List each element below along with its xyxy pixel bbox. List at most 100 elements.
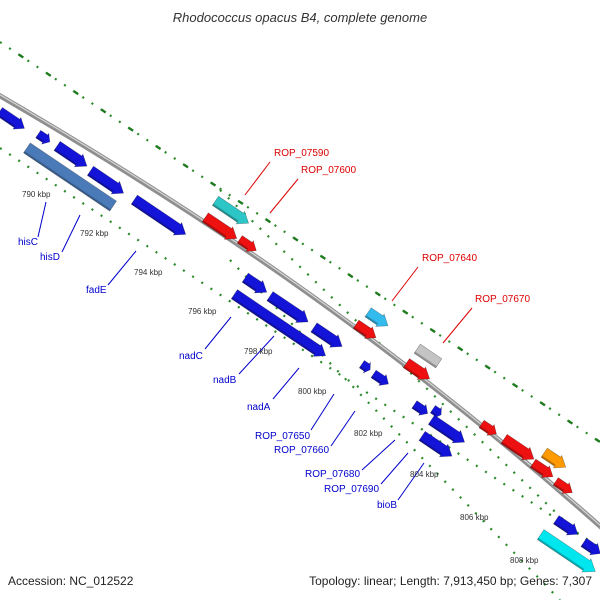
gene-arrow[interactable] bbox=[536, 528, 600, 578]
gene-label-hisd[interactable]: hisD bbox=[40, 252, 60, 263]
label-leader-line bbox=[238, 335, 275, 375]
gene-arrow[interactable] bbox=[35, 129, 54, 148]
gene-label-rop-07640[interactable]: ROP_07640 bbox=[422, 253, 477, 264]
gene-label-fade[interactable]: fadE bbox=[86, 285, 107, 296]
gene-arrow[interactable] bbox=[500, 433, 538, 466]
gene-arrow[interactable] bbox=[418, 430, 456, 463]
gene-arrow-shade bbox=[501, 441, 524, 459]
label-leader-line bbox=[61, 214, 81, 253]
gene-label-biob[interactable]: bioB bbox=[377, 500, 397, 511]
gene-arrow-shade bbox=[353, 326, 367, 337]
axis-tick-label: 792 kbp bbox=[80, 229, 109, 238]
gene-arrow[interactable] bbox=[411, 399, 432, 419]
grid-line bbox=[0, 147, 600, 549]
gene-label-rop-07660[interactable]: ROP_07660 bbox=[274, 445, 329, 456]
gene-arrow-body bbox=[130, 194, 187, 236]
gene-arrow[interactable] bbox=[201, 211, 241, 245]
gene-arrow[interactable] bbox=[23, 142, 117, 212]
gene-arrow-body bbox=[230, 289, 327, 357]
gene-arrow-body bbox=[352, 319, 377, 339]
gene-label-nadb[interactable]: nadB bbox=[213, 375, 237, 386]
gene-arrow[interactable] bbox=[358, 359, 374, 375]
gene-arrow-body bbox=[370, 369, 389, 386]
axis-tick-label: 804 kbp bbox=[410, 470, 439, 479]
gene-arrow-shade bbox=[580, 544, 592, 554]
gene-arrow-body bbox=[364, 307, 389, 327]
gene-arrow[interactable] bbox=[266, 290, 313, 328]
gene-arrow-body bbox=[35, 129, 51, 145]
gene-label-nadc[interactable]: nadC bbox=[179, 351, 203, 362]
gene-label-rop-07590[interactable]: ROP_07590 bbox=[274, 148, 329, 159]
gene-arrow[interactable] bbox=[230, 288, 330, 362]
gene-arrow-body bbox=[552, 477, 573, 494]
label-leader-line bbox=[269, 178, 299, 214]
grid-line bbox=[229, 259, 561, 600]
gene-arrow[interactable] bbox=[0, 106, 28, 134]
gene-arrow[interactable] bbox=[211, 195, 253, 230]
gene-arrow[interactable] bbox=[130, 193, 190, 240]
gene-arrow-body bbox=[536, 529, 596, 573]
gene-arrow[interactable] bbox=[352, 318, 380, 343]
gene-arrow[interactable] bbox=[413, 343, 443, 369]
gene-arrow-shade bbox=[87, 173, 114, 193]
label-leader-line bbox=[272, 367, 300, 400]
gene-arrow-shade bbox=[428, 422, 455, 442]
axis-tick-label: 798 kbp bbox=[244, 347, 273, 356]
gene-arrow[interactable] bbox=[529, 457, 557, 482]
gene-arrow-shade bbox=[553, 522, 569, 534]
gene-label-rop-07690[interactable]: ROP_07690 bbox=[324, 484, 379, 495]
label-leader-line bbox=[244, 161, 271, 196]
gene-arrow[interactable] bbox=[552, 514, 581, 540]
axis-tick-label: 796 kbp bbox=[188, 307, 217, 316]
gene-label-rop-07600[interactable]: ROP_07600 bbox=[301, 165, 356, 176]
gene-label-rop-07650[interactable]: ROP_07650 bbox=[255, 431, 310, 442]
label-leader-line bbox=[380, 452, 409, 485]
label-leader-line bbox=[442, 307, 473, 344]
gene-arrow-body bbox=[211, 195, 249, 225]
gene-arrow[interactable] bbox=[427, 414, 469, 449]
gene-label-hisc[interactable]: hisC bbox=[18, 237, 38, 248]
gene-arrow-shade bbox=[553, 483, 565, 492]
gene-arrow[interactable] bbox=[540, 447, 570, 474]
gene-arrow[interactable] bbox=[86, 165, 128, 200]
gene-arrow-body bbox=[580, 537, 600, 556]
axis-tick-label: 806 kbp bbox=[460, 513, 489, 522]
gene-arrow-body bbox=[553, 515, 579, 536]
gene-arrow[interactable] bbox=[552, 476, 576, 498]
grid-lines bbox=[0, 41, 600, 600]
axis-tick-label: 808 kbp bbox=[510, 556, 539, 565]
axis-tick-label: 802 kbp bbox=[354, 429, 383, 438]
label-leader-line bbox=[310, 393, 335, 431]
gene-arrow-shade bbox=[411, 406, 421, 414]
gene-arrow[interactable] bbox=[310, 321, 347, 352]
gene-arrow[interactable] bbox=[364, 306, 392, 332]
gene-arrow-shade bbox=[371, 376, 382, 384]
gene-arrow-body bbox=[266, 291, 309, 323]
label-leaders bbox=[37, 161, 473, 501]
gene-arrow[interactable] bbox=[580, 537, 600, 560]
gene-arrow[interactable] bbox=[53, 140, 91, 173]
gene-arrow[interactable] bbox=[236, 234, 260, 256]
gene-arrow-body bbox=[23, 142, 117, 212]
gene-arrow-body bbox=[53, 140, 88, 168]
gene-arrow-shade bbox=[23, 151, 111, 212]
gene-label-rop-07680[interactable]: ROP_07680 bbox=[305, 469, 360, 480]
gene-arrow[interactable] bbox=[370, 369, 392, 390]
gene-arrow-shade bbox=[0, 114, 16, 128]
gene-label-nada[interactable]: nadA bbox=[247, 402, 271, 413]
gene-arrow-shade bbox=[237, 241, 249, 250]
gene-arrow-shade bbox=[131, 202, 176, 234]
gene-arrow-body bbox=[402, 358, 431, 380]
gene-arrow[interactable] bbox=[478, 419, 500, 440]
gene-arrow-body bbox=[86, 165, 124, 195]
gene-label-rop-07670[interactable]: ROP_07670 bbox=[475, 294, 530, 305]
gene-arrow-body bbox=[236, 235, 257, 252]
label-leader-line bbox=[37, 201, 47, 238]
gene-arrow-shade bbox=[430, 411, 437, 417]
gene-arrow[interactable] bbox=[402, 357, 434, 385]
gene-arrow[interactable] bbox=[429, 404, 445, 420]
gene-arrow-body bbox=[241, 272, 268, 294]
gene-arrow[interactable] bbox=[241, 272, 271, 299]
genes bbox=[0, 106, 600, 578]
